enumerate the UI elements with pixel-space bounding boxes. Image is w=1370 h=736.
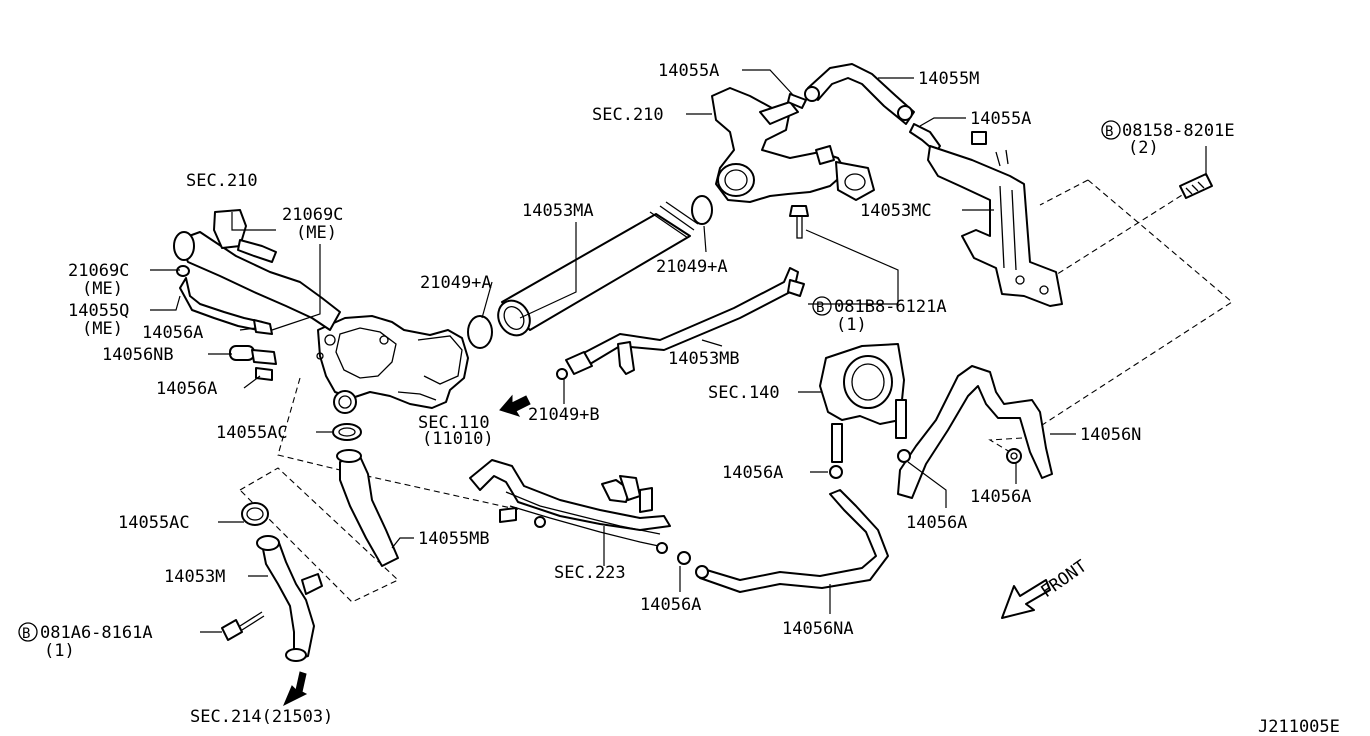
hose-14055M: [787, 63, 941, 153]
hose-14056N: [897, 365, 1053, 499]
bolt-marker-3: B: [22, 626, 30, 642]
label-bolt-08158-qty: (2): [1128, 138, 1159, 158]
label-bolt-081A6-qty: (1): [44, 641, 75, 661]
label-sec110-ref: (11010): [422, 429, 494, 449]
leader-lines: [150, 69, 1207, 633]
label-bolt-081B8-qty: (1): [836, 315, 867, 335]
label-14056A-f: 14056A: [640, 595, 701, 615]
pipe-14053MA: [467, 195, 713, 349]
label-14056A-d: 14056A: [970, 487, 1031, 507]
label-21049A-left: 21049+A: [420, 273, 492, 293]
dashed-assembly-frames: [239, 179, 1233, 603]
pipe-14053MB: [556, 267, 805, 380]
label-14053M: 14053M: [164, 567, 225, 587]
label-sec140: SEC.140: [708, 383, 780, 403]
bolt-081B8: [789, 205, 809, 239]
label-14056A-e: 14056A: [906, 513, 967, 533]
upper-left-water-pipe: [173, 209, 341, 381]
label-21069C-me: (ME): [296, 223, 337, 243]
hose-14055MB: [332, 423, 399, 567]
label-14055A-right: 14055A: [970, 109, 1031, 129]
label-14055AC-b: 14055AC: [118, 513, 190, 533]
label-sec110: SEC.110: [418, 413, 490, 433]
bracket-14053MC: [927, 131, 1063, 307]
label-14056N: 14056N: [1080, 425, 1141, 445]
label-21049A-right: 21049+A: [656, 257, 728, 277]
label-14056NA: 14056NA: [782, 619, 854, 639]
label-14056A-a: 14056A: [142, 323, 203, 343]
label-14053MB: 14053MB: [668, 349, 740, 369]
label-sec210-top: SEC.210: [592, 105, 664, 125]
label-14056NB: 14056NB: [102, 345, 174, 365]
bolt-marker-2: B: [816, 300, 824, 316]
label-21049B: 21049+B: [528, 405, 600, 425]
bolt-081A6: [221, 611, 265, 641]
label-14055MB: 14055MB: [418, 529, 490, 549]
label-14055Q: 14055Q: [68, 301, 129, 321]
label-bolt-08158: 08158-8201E: [1122, 121, 1235, 141]
label-14055Q-me: (ME): [82, 319, 123, 339]
label-14053MA: 14053MA: [522, 201, 594, 221]
label-21069C: 21069C: [282, 205, 343, 225]
flange-sec140: [819, 343, 907, 463]
label-14055A-top: 14055A: [658, 61, 719, 81]
hose-14056NA: [677, 465, 889, 593]
label-front: FRONT: [1037, 556, 1090, 602]
label-bolt-081B8: 081B8-6121A: [834, 297, 947, 317]
bolt-marker-1: B: [1105, 124, 1113, 140]
label-sec210-left: SEC.210: [186, 171, 258, 191]
direction-arrows: [283, 394, 1051, 707]
label-sec223: SEC.223: [554, 563, 626, 583]
label-14056A-c: 14056A: [722, 463, 783, 483]
water-pump-housing: [316, 315, 469, 414]
bolt-markers: B B B: [18, 120, 1121, 642]
label-sec214: SEC.214(21503): [190, 707, 333, 727]
hose-14053M: [241, 502, 323, 662]
label-14055AC-a: 14055AC: [216, 423, 288, 443]
diagram-id: J211005E: [1258, 717, 1340, 736]
label-21069C-left: 21069C: [68, 261, 129, 281]
part-labels: 14055A 14055M 14055A SEC.210 08158-8201E…: [40, 61, 1340, 736]
thermostat-housing-top: [711, 87, 875, 203]
label-14055M: 14055M: [918, 69, 979, 89]
pipe-assembly-sec223: [469, 459, 671, 554]
bolt-08158: [1179, 173, 1213, 199]
label-bolt-081A6: 081A6-8161A: [40, 623, 153, 643]
label-14053MC: 14053MC: [860, 201, 932, 221]
label-21069C-left-me: (ME): [82, 279, 123, 299]
label-14056A-b: 14056A: [156, 379, 217, 399]
